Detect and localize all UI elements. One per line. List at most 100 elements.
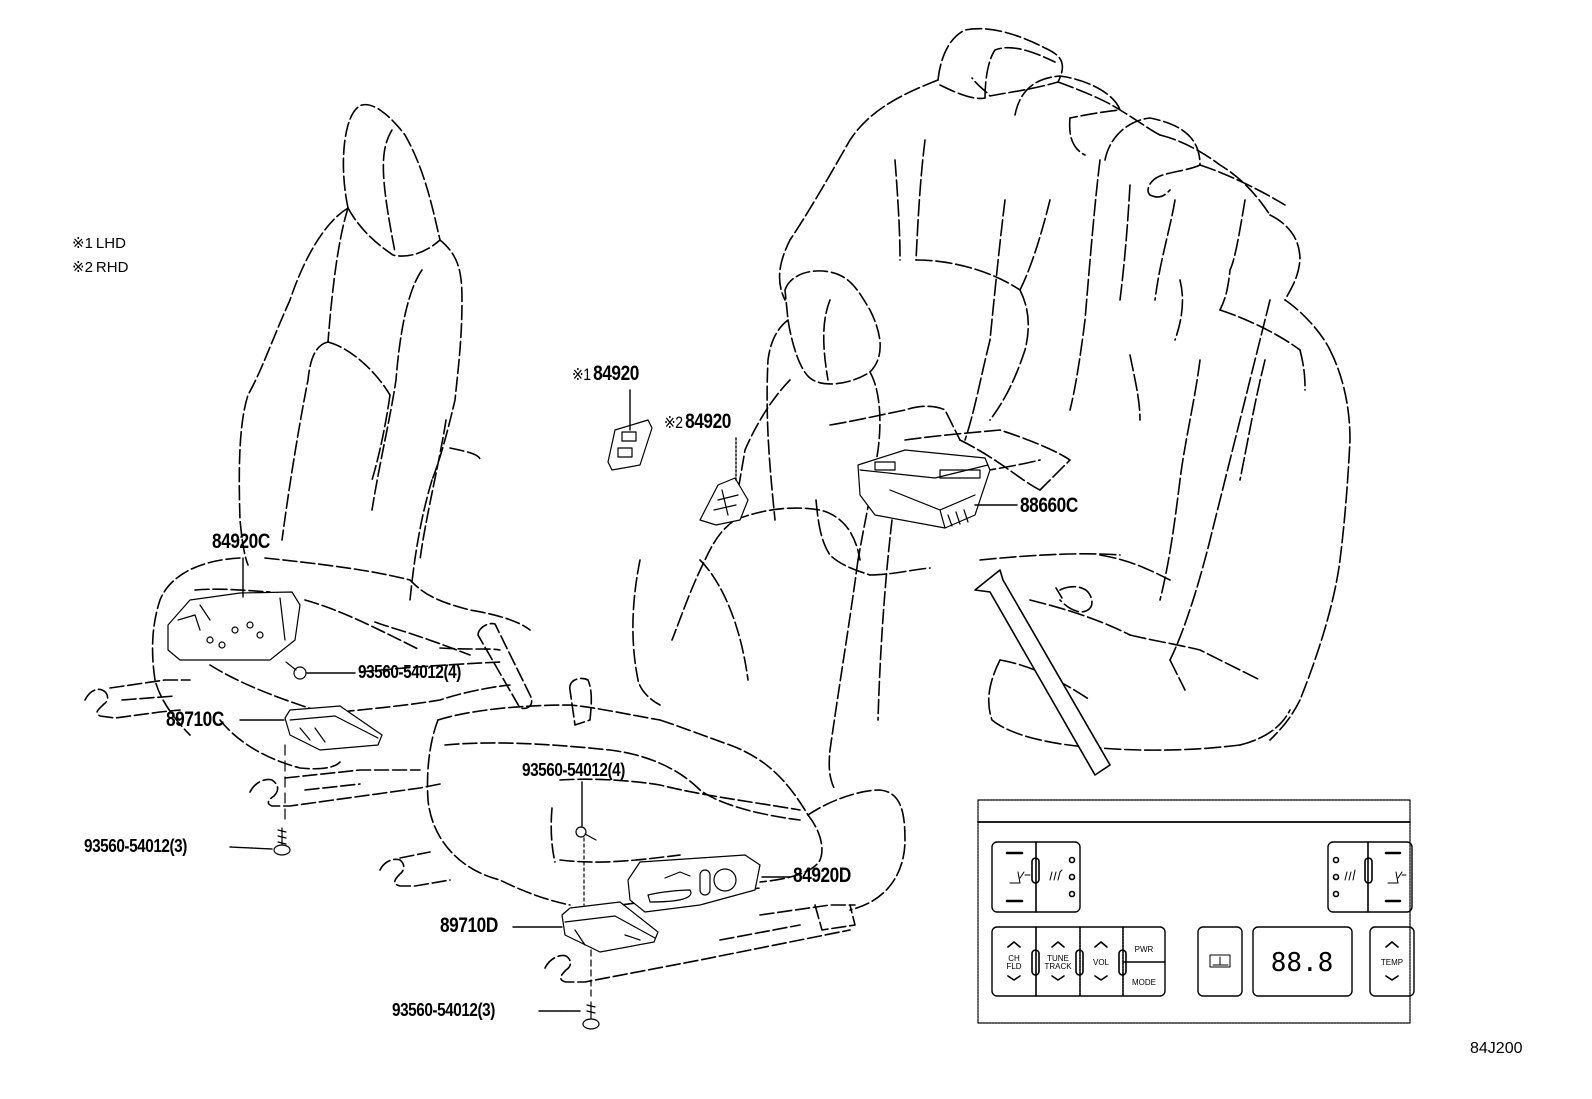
- pwr-label: PWR: [1135, 945, 1154, 954]
- part-screw-upper-right: [575, 826, 597, 841]
- right-front-seat: [379, 270, 906, 983]
- right-seat-control-group: [1327, 841, 1413, 913]
- view-arrow: [974, 569, 1111, 776]
- part-screw-lower-right: [582, 1001, 600, 1030]
- tune-label: TUNE: [1047, 954, 1069, 963]
- callout-part-number: 84920: [593, 362, 639, 385]
- left-seat-belt-buckle: [477, 622, 533, 710]
- chevron-up-icon: [1385, 941, 1399, 948]
- part-88660c: [857, 449, 991, 529]
- control-panel-inset: [977, 799, 1415, 1024]
- vol-label: VOL: [1093, 958, 1110, 967]
- seat-heater-icon: [1344, 869, 1356, 881]
- callout-89710c[interactable]: 89710C: [166, 708, 224, 732]
- chevron-down-icon: [1007, 975, 1021, 981]
- rear-seat: [778, 27, 1351, 751]
- left-seat-headrest: [342, 103, 441, 257]
- right-seat-rail-rear: [544, 929, 851, 983]
- callout-part-number: 93560-54012(3): [84, 836, 187, 856]
- temp-control-group: [1369, 926, 1415, 997]
- sunshade-button: [1197, 926, 1243, 997]
- chevron-up-icon: [1051, 941, 1065, 948]
- left-seat-backrest: [238, 207, 349, 566]
- seat-recline-icon: [1387, 871, 1407, 884]
- diagram-id: 84J200: [1470, 1040, 1523, 1057]
- audio-control-group: [991, 926, 1166, 997]
- callout-part-number: 93560-54012(4): [358, 662, 461, 682]
- chevron-up-icon: [1094, 941, 1108, 948]
- rear-armrest: [904, 429, 1071, 491]
- indicator-3: [1068, 890, 1076, 898]
- callout-part-number: 89710D: [440, 914, 498, 937]
- right-seat-rail-front: [379, 858, 451, 887]
- callout-93560-lower-right[interactable]: 93560-54012(3): [392, 1000, 495, 1021]
- callout-93560-upper-right[interactable]: 93560-54012(4): [522, 760, 625, 781]
- callout-part-number: 88660C: [1020, 494, 1078, 517]
- part-84920d: [627, 854, 761, 913]
- rear-seat-center-headrest: [1014, 75, 1121, 119]
- callout-mark: ※2: [664, 413, 683, 432]
- callout-84920c[interactable]: 84920C: [212, 530, 270, 554]
- chevron-up-icon: [1007, 941, 1021, 948]
- sunshade-icon: [1209, 954, 1231, 968]
- legend-mark: ※1: [72, 235, 93, 252]
- part-84920c: [167, 591, 301, 661]
- part-84920-rhd: [699, 477, 749, 526]
- callout-93560-upper-left[interactable]: 93560-54012(4): [358, 662, 461, 683]
- seat-recline-icon: [1009, 871, 1031, 884]
- chevron-down-icon: [1094, 975, 1108, 981]
- indicator-2: [1068, 873, 1076, 881]
- display-readout: 88.8: [1271, 948, 1334, 978]
- chevron-down-icon: [1385, 975, 1399, 981]
- left-seat-rail-rear: [249, 778, 441, 807]
- right-seat-headrest: [784, 270, 881, 385]
- right-seat-backrest: [766, 319, 789, 521]
- rear-seat-belt-buckle: [1059, 585, 1093, 613]
- legend-mark: ※2: [72, 259, 93, 276]
- temp-label: TEMP: [1381, 958, 1403, 967]
- right-seat-cushion: [426, 719, 571, 906]
- callout-89710d[interactable]: 89710D: [440, 914, 498, 938]
- rear-seat-right-headrest: [1104, 117, 1201, 196]
- callout-part-number: 84920D: [793, 864, 851, 887]
- indicator-1: [1332, 856, 1340, 864]
- seat-heater-icon: [1049, 869, 1063, 881]
- left-seat-rail-front: [84, 688, 181, 719]
- part-screw-lower-left: [273, 827, 291, 856]
- left-front-seat: [84, 103, 533, 807]
- indicator-1: [1068, 856, 1076, 864]
- chevron-down-icon: [1051, 975, 1065, 981]
- indicator-3: [1332, 890, 1340, 898]
- callout-part-number: 93560-54012(4): [522, 760, 625, 780]
- legend-label: RHD: [95, 259, 129, 276]
- mode-label: MODE: [1132, 978, 1156, 987]
- left-seat-control-group: [991, 841, 1081, 913]
- legend-label: LHD: [95, 235, 126, 252]
- part-89710d: [561, 901, 659, 953]
- part-84920-lhd: [607, 419, 653, 471]
- rear-seat-back-outline: [778, 79, 939, 301]
- callout-part-number: 84920C: [212, 530, 270, 553]
- left-seat-cushion: [151, 557, 241, 736]
- callout-93560-lower-left[interactable]: 93560-54012(3): [84, 836, 187, 857]
- fld-label: FLD: [1006, 962, 1021, 971]
- part-89710c: [284, 705, 383, 751]
- callout-mark: ※1: [572, 365, 591, 384]
- track-label: TRACK: [1044, 962, 1072, 971]
- part-screw-upper-left: [285, 661, 307, 680]
- callout-84920d[interactable]: 84920D: [793, 864, 851, 888]
- callout-part-number: 84920: [685, 410, 731, 433]
- right-seat-belt-buckle: [569, 677, 593, 726]
- ch-label: CH: [1008, 954, 1020, 963]
- callout-88660c[interactable]: 88660C: [1020, 494, 1078, 518]
- callout-part-number: 89710C: [166, 708, 224, 731]
- temperature-display-frame: [1252, 926, 1353, 997]
- indicator-2: [1332, 873, 1340, 881]
- rear-seat-left-headrest: [937, 27, 1064, 97]
- callout-part-number: 93560-54012(3): [392, 1000, 495, 1020]
